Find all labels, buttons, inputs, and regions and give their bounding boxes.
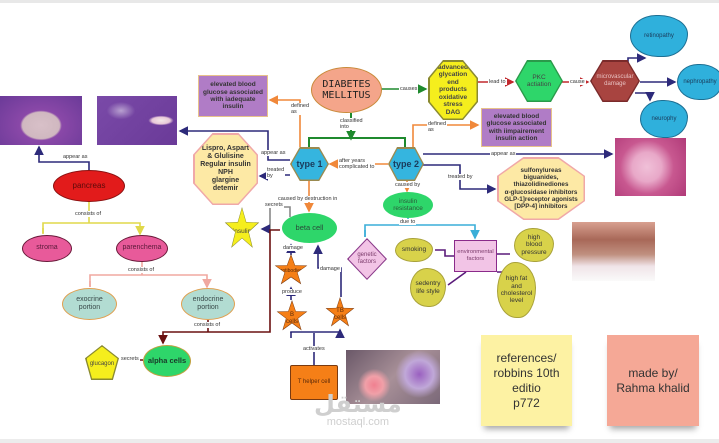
- type1-treatment-node[interactable]: Lispro, Aspart & Glulisine Regular insul…: [193, 133, 258, 205]
- type2-histology-image: [615, 138, 686, 196]
- edge-label-consists-of-1: consists of: [74, 211, 102, 218]
- edge-label-defined-as-1: defined as: [290, 103, 311, 116]
- edge-label-consists-of-3: consists of: [193, 322, 221, 329]
- edge-label-appear-as-2: appear as: [490, 151, 517, 158]
- smoking-node[interactable]: smoking: [395, 238, 433, 262]
- beta-cell-node[interactable]: beta cell: [282, 213, 337, 243]
- edge-label-due-to: due to: [399, 219, 417, 226]
- edge-ir-due: [364, 218, 476, 238]
- type2-definition-box[interactable]: elevated blood glucose associated with i…: [481, 108, 552, 147]
- pkc-text: PKC actiation: [516, 61, 562, 101]
- edge-label-caused-by: caused by: [394, 182, 422, 189]
- edge-label-produce: produce: [281, 289, 303, 296]
- edge-endocrine-consists: [163, 229, 280, 343]
- immune-cells-image: [346, 350, 440, 404]
- edge-parenchema-consists: [89, 262, 208, 287]
- edge-label-appear-as-1: appear as: [260, 150, 287, 157]
- edge-micro-neuro: [635, 92, 655, 102]
- pancreas-node[interactable]: pancreas: [53, 170, 125, 202]
- mostaql-watermark: مستقل mostaql.com: [314, 392, 402, 428]
- diabetes-mellitus-node[interactable]: DIABETES MELLITUS: [311, 67, 382, 113]
- edge-label-caused-by-destruction: caused by destruction in: [277, 196, 339, 203]
- edge-type2-defined: [412, 120, 480, 147]
- type1-treatment-text: Lispro, Aspart & Glulisine Regular insul…: [194, 134, 257, 204]
- type1-text: type 1: [291, 148, 328, 180]
- type2-node[interactable]: type 2: [388, 147, 424, 181]
- edge-micro-retino: [627, 53, 647, 63]
- type2-treatment-node[interactable]: sulfonylureas biguanides, thiazolidinedi…: [497, 157, 585, 220]
- insulin-receptor-image: [572, 222, 655, 281]
- references-note[interactable]: references/ robbins 10th editio p772: [481, 335, 572, 426]
- edge-label-after-years: after years complicated to: [338, 158, 376, 171]
- watermark-logo: مستقل: [314, 390, 402, 418]
- insulin-resistance-node[interactable]: insulin resistance: [383, 192, 433, 218]
- watermark-site: mostaql.com: [326, 416, 390, 428]
- edge-label-activates: activates: [302, 346, 326, 353]
- pkc-node[interactable]: PKC actiation: [515, 60, 563, 102]
- alpha-cells-node[interactable]: alpha cells: [143, 345, 191, 377]
- edge-type1-appear: [178, 126, 290, 161]
- made-by-note[interactable]: made by/ Rahma khalid: [607, 335, 699, 426]
- edge-label-consists-of-2: consists of: [127, 267, 155, 274]
- edge-label-appear-as-3: appear as: [62, 154, 89, 161]
- endocrine-portion-node[interactable]: endocrine portion: [181, 288, 235, 320]
- type1-node[interactable]: type 1: [290, 147, 329, 181]
- top-bar: [0, 0, 719, 3]
- high-fat-cholesterol-node[interactable]: high fat and cholesterol level: [497, 262, 536, 318]
- retinopathy-node[interactable]: retinopathy: [630, 15, 688, 57]
- neuropathy-node[interactable]: neurophy: [640, 100, 688, 138]
- type1-definition-box[interactable]: elevated blood glucose associated with i…: [198, 75, 268, 117]
- edge-pancreas-image: [34, 145, 90, 170]
- environmental-factors-node[interactable]: environmental factors: [454, 240, 497, 272]
- age-text: advanced glycation end products oxidativ…: [429, 61, 477, 119]
- edge-label-damage-2: damage: [319, 266, 341, 273]
- edge-label-treated-by-2: treated by: [447, 174, 474, 181]
- type2-text: type 2: [389, 148, 423, 180]
- stroma-node[interactable]: stroma: [22, 235, 72, 262]
- bottom-bar: [0, 439, 719, 443]
- microvascular-text: microvascular damage: [591, 61, 639, 101]
- edge-label-causes: causes: [399, 86, 419, 93]
- edge-label-damage-1: damage: [282, 245, 304, 252]
- type2-treatment-text: sulfonylureas biguanides, thiazolidinedi…: [498, 158, 584, 219]
- age-node[interactable]: advanced glycation end products oxidativ…: [428, 60, 478, 120]
- islet-histology-image: [97, 96, 177, 145]
- edge-label-secrets-1: secrets: [264, 202, 284, 209]
- edge-label-secrets-2: secrets: [120, 356, 140, 363]
- edge-label-lead-to: lead to: [488, 79, 507, 86]
- exocrine-portion-node[interactable]: exocrine portion: [62, 288, 117, 320]
- high-blood-pressure-node[interactable]: high blood pressure: [514, 228, 554, 262]
- edge-pancreas-consists: [42, 202, 141, 233]
- edge-label-cause: cause: [569, 79, 586, 86]
- edge-type1-defined: [268, 95, 301, 147]
- parenchema-node[interactable]: parenchema: [116, 235, 168, 262]
- nephropathy-node[interactable]: nephropathy: [677, 64, 719, 100]
- edge-label-treated-by-1: treated by: [266, 167, 286, 180]
- edge-label-defined-as-2: defined as: [427, 121, 448, 134]
- edge-env: [435, 249, 515, 285]
- edge-label-classified-into: classified into: [339, 118, 364, 131]
- pancreas-histology-image: [0, 96, 82, 145]
- t-helper-cell-node[interactable]: T helper cell: [290, 365, 338, 400]
- sedentary-lifestyle-node[interactable]: sedentry life style: [410, 268, 446, 307]
